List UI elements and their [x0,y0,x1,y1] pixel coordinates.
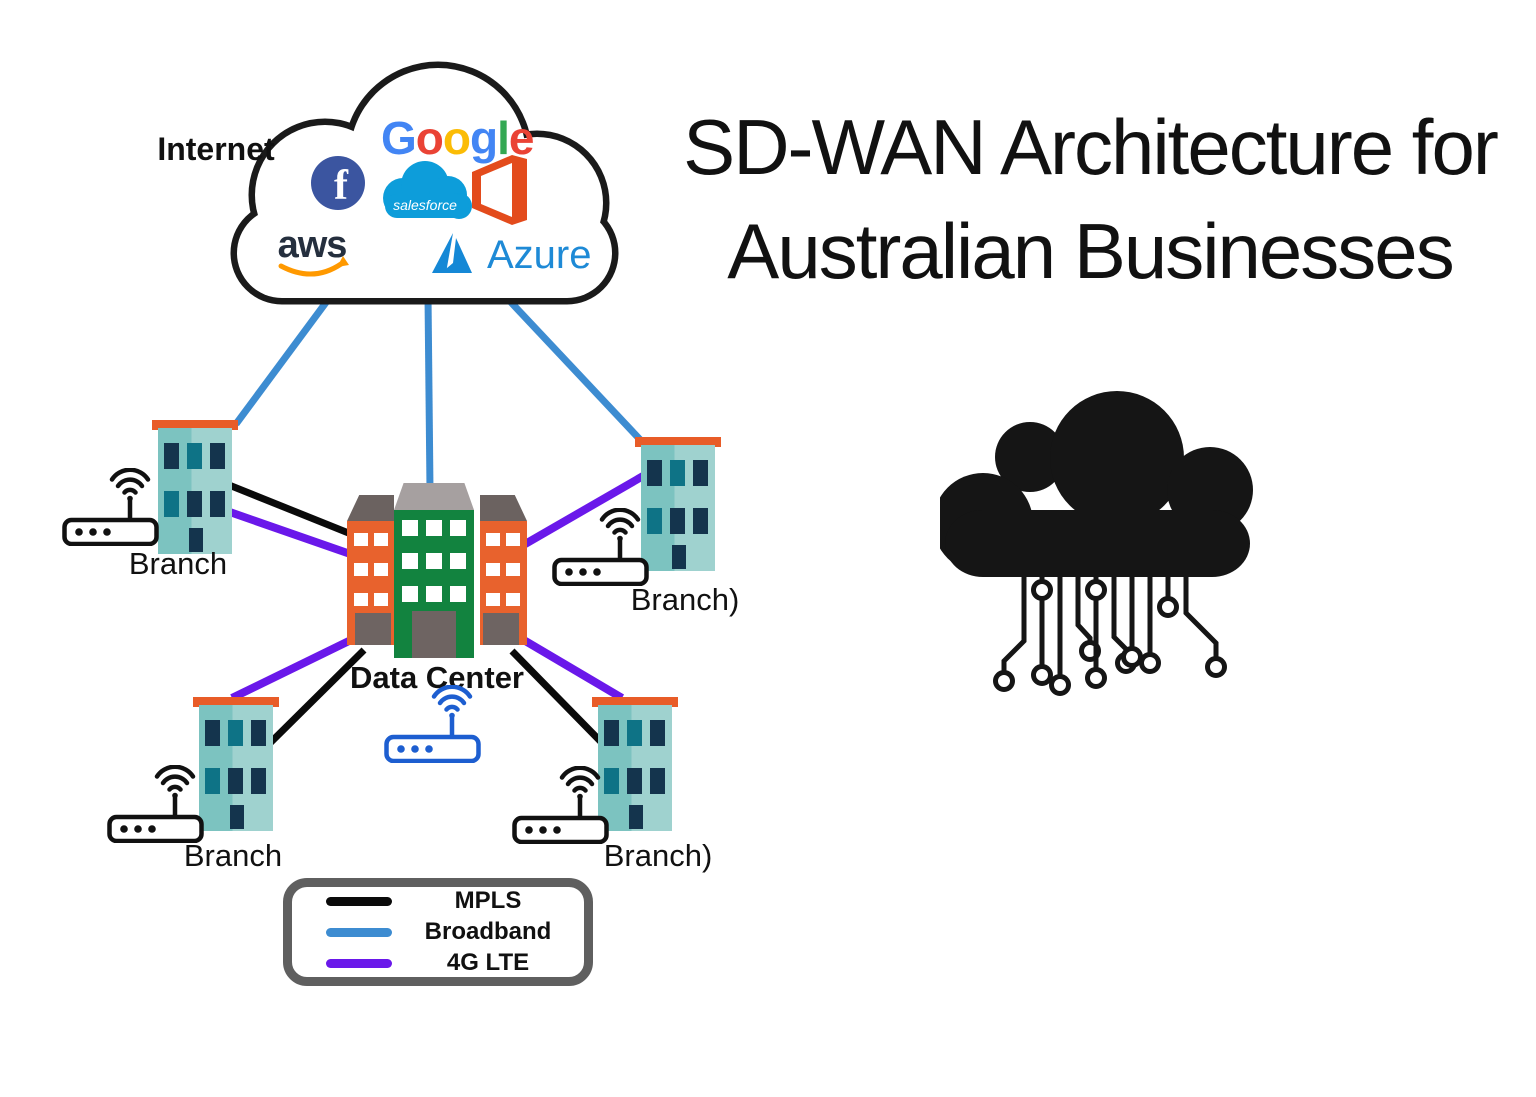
branch-building-bottom-left [193,697,279,831]
link-mpls-data-center-to-branch-top-left [222,479,358,540]
legend-row-4g-lte: 4G LTE [292,949,584,977]
svg-text:aws: aws [278,224,347,266]
office-icon [472,155,527,225]
salesforce-icon: salesforce [383,161,472,219]
branch-body [199,705,273,831]
title-line-2: Australian Businesses [727,207,1454,295]
branch-top-left-router-icon [62,468,162,546]
svg-text:salesforce: salesforce [393,197,457,213]
branch-body [158,428,232,554]
data-center-door-center [412,611,456,658]
branch-roof [592,697,678,707]
aws-logo: aws [278,224,349,277]
data-center-router-icon [384,685,484,763]
branch-top-right-router-icon [552,508,652,586]
data-center-roof-left [347,495,394,521]
cloud-circuit-icon [940,391,1253,696]
link-lte-data-center-to-branch-top-left [222,506,358,560]
branch-body [641,445,715,571]
lte-line-swatch [326,958,392,968]
data-center-building [347,483,527,658]
link-broadband-cloud-to-branch-top-left [233,294,333,427]
data-center-door-right [483,613,519,645]
branch-bottom-right-label: Branch) [603,838,713,873]
branch-bottom-right-router-icon [512,766,612,844]
mpls-line-swatch [326,896,392,906]
branch-building-bottom-right [592,697,678,831]
data-center-label: Data Center [350,660,524,695]
page-title: SD-WAN Architecture for Australian Busin… [650,95,1530,303]
branch-building-top-right [635,437,721,571]
legend-label-4g-lte: 4G LTE [446,949,530,976]
link-lte-data-center-to-branch-top-right [518,468,652,551]
link-broadband-cloud-to-branch-top-right [503,294,651,451]
link-lte-data-center-to-branch-bottom-right [519,635,625,702]
link-lte-data-center-to-branch-bottom-left [230,635,355,702]
cloud-outline-graphic: Google f salesforce [230,61,619,305]
branch-top-right-label: Branch) [630,582,740,617]
link-mpls-data-center-to-branch-bottom-left [261,647,367,752]
legend-row-broadband: Broadband [292,918,584,946]
branch-roof [635,437,721,447]
svg-text:f: f [334,163,349,209]
internet-cloud: Google f salesforce [225,60,625,305]
branch-building-top-left [152,420,238,554]
branch-roof [152,420,238,430]
link-mpls-data-center-to-branch-bottom-right [509,648,611,752]
broadband-line-swatch [326,927,392,937]
branch-top-left-label: Branch [128,546,228,581]
branch-body [598,705,672,831]
branch-bottom-left-router-icon [107,765,207,843]
data-center-roof-center [394,483,474,510]
facebook-icon: f [311,156,365,210]
data-center-door-left [355,613,391,645]
svg-text:Azure: Azure [487,233,592,277]
legend: MPLS Broadband 4G LTE [283,878,593,986]
legend-row-mpls: MPLS [292,887,584,915]
azure-logo: Azure [432,233,592,277]
legend-label-mpls: MPLS [454,887,522,914]
legend-label-broadband: Broadband [424,918,552,945]
internet-label: Internet [157,131,275,167]
link-broadband-cloud-to-data-center [424,295,434,491]
branch-roof [193,697,279,707]
branch-bottom-left-label: Branch [183,838,283,873]
google-logo: Google [381,112,534,164]
title-line-1: SD-WAN Architecture for [683,103,1499,191]
data-center-roof-right [480,495,527,521]
